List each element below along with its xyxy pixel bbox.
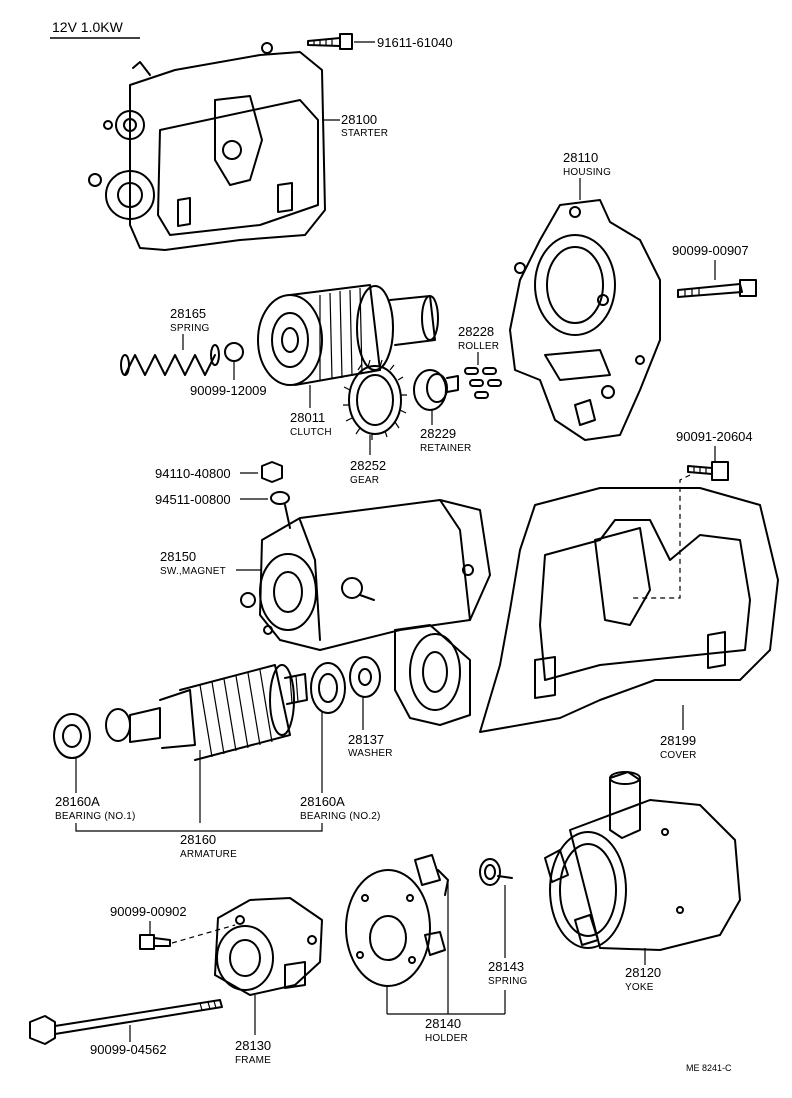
part-number-94110-40800: 94110-40800 [155,466,231,481]
part-name-retainer: RETAINER [420,443,471,454]
starter-assembly-drawing [88,42,326,251]
clutch-drawing [257,284,439,386]
part-name-spring-28143: SPRING [488,976,528,987]
part-name-sw-magnet: SW.,MAGNET [160,566,226,577]
part-name-yoke: YOKE [625,982,654,993]
part-name-gear: GEAR [350,475,379,486]
part-number-28143: 28143 [488,959,524,974]
part-number-28228: 28228 [458,324,494,339]
part-number-28160A-no2: 28160A [300,794,345,809]
ring-90099-12009-drawing [224,342,244,362]
part-number-28165: 28165 [170,306,206,321]
part-number-90099-00907: 90099-00907 [672,243,749,258]
part-name-holder: HOLDER [425,1033,468,1044]
part-name-cover: COVER [660,750,697,761]
lock-washer-94511-drawing [270,491,290,505]
through-bolt-90099-04562-drawing [29,999,223,1045]
part-name-spring-28165: SPRING [170,323,210,334]
bearing-no2-drawing [310,662,346,714]
yoke-drawing [544,771,741,951]
part-number-28140: 28140 [425,1016,461,1031]
spring-28143-drawing [479,858,513,886]
part-name-clutch: CLUTCH [290,427,332,438]
screw-90099-00902-drawing [139,934,171,950]
part-name-starter: STARTER [341,128,388,139]
spring-28165-drawing [120,344,220,376]
rollers-drawing [464,367,502,399]
bolt-90099-00907-drawing [677,279,757,298]
nut-94110-40800-drawing [261,461,283,483]
part-name-washer: WASHER [348,748,393,759]
part-number-90099-04562: 90099-04562 [90,1042,167,1057]
housing-drawing [509,199,661,441]
part-name-bearing-no2: BEARING (NO.2) [300,811,381,822]
bearing-no2-inner [318,673,338,703]
part-number-28137: 28137 [348,732,384,747]
part-number-91611-61040: 91611-61040 [377,35,453,50]
dashed-guide-90099-00902 [171,924,236,944]
gear-drawing [343,359,407,440]
brush-holder-drawing [345,854,449,987]
frame-drawing [214,897,323,996]
part-number-28100: 28100 [341,112,377,127]
screw-90091-20604-drawing [687,461,729,481]
part-number-28160: 28160 [180,832,216,847]
dashed-guide-90091 [630,474,691,599]
part-number-94511-00800: 94511-00800 [155,492,231,507]
bolt-91611-61040-drawing [307,33,353,50]
part-number-28011: 28011 [290,410,325,425]
cover-drawing [479,487,779,733]
part-number-28110: 28110 [563,150,598,165]
armature-drawing [105,664,308,761]
diagram-title: 12V 1.0KW [52,19,124,35]
part-number-90099-12009: 90099-12009 [190,383,267,398]
part-name-bearing-no1: BEARING (NO.1) [55,811,136,822]
part-number-28150: 28150 [160,549,196,564]
part-name-armature: ARMATURE [180,849,237,860]
bearing-no1-drawing [53,713,91,759]
washer-28137-drawing [349,656,381,698]
part-number-28160A-no1: 28160A [55,794,100,809]
magnet-switch-drawing [240,499,491,726]
part-name-housing: HOUSING [563,167,611,178]
part-number-28252: 28252 [350,458,386,473]
retainer-drawing [413,369,459,411]
part-number-28130: 28130 [235,1038,271,1053]
diagram-code: ME 8241-C [686,1063,732,1073]
part-name-roller: ROLLER [458,341,499,352]
part-number-90099-00902: 90099-00902 [110,904,187,919]
washer-28137-hole [358,668,372,686]
part-number-28199: 28199 [660,733,696,748]
part-number-90091-20604: 90091-20604 [676,429,753,444]
bearing-no1-inner [62,724,82,748]
part-number-28120: 28120 [625,965,661,980]
bracket-28160 [75,823,323,832]
part-number-28229: 28229 [420,426,456,441]
part-name-frame: FRAME [235,1055,271,1066]
